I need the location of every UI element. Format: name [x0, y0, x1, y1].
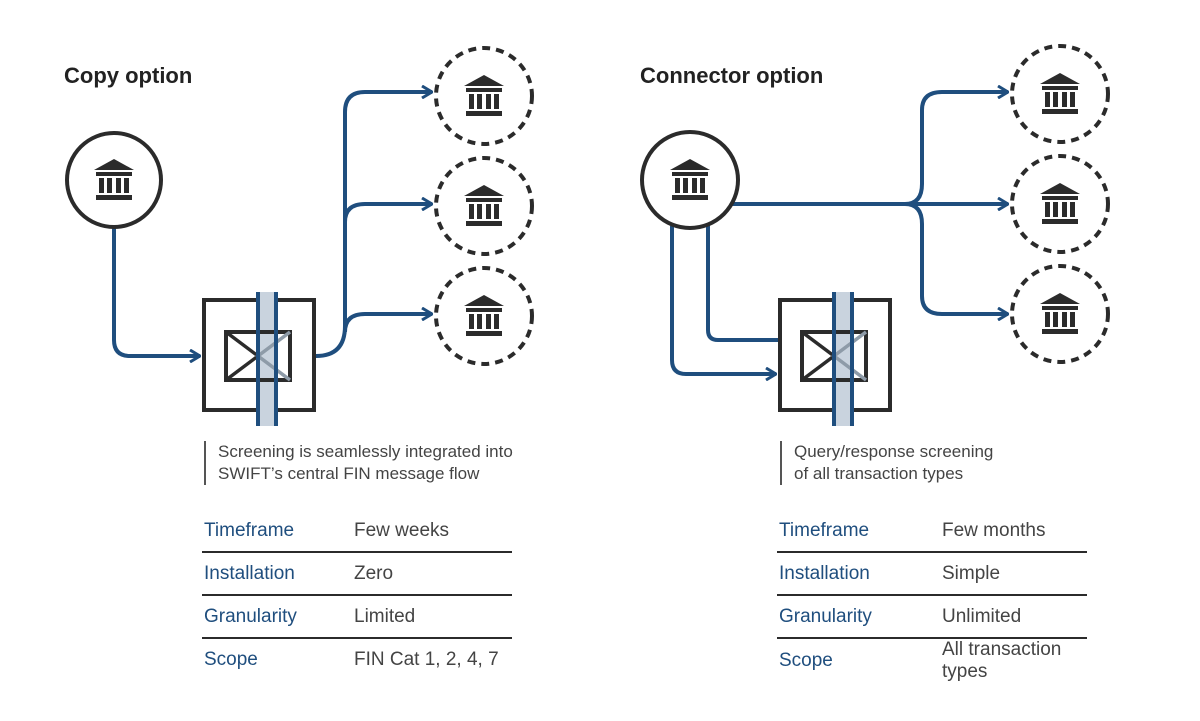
property-value: Simple [940, 552, 1087, 596]
table-row: Granularity Unlimited [777, 595, 1087, 639]
flow-line-branch-2 [343, 204, 432, 223]
connector-option-title: Connector option [640, 63, 824, 88]
caption-line: SWIFT’s central FIN message flow [218, 464, 480, 483]
property-value: Unlimited [940, 595, 1087, 639]
table-row: Installation Simple [777, 552, 1087, 596]
property-value: FIN Cat 1, 2, 4, 7 [354, 648, 499, 670]
property-key: Installation [777, 552, 940, 596]
property-key: Granularity [202, 595, 352, 639]
property-value: Limited [352, 595, 512, 639]
copy-option-caption: Screening is seamlessly integrated into … [204, 441, 513, 485]
property-key: Installation [202, 552, 352, 596]
sender-bank [65, 131, 163, 229]
flow-line-branch-bottom [904, 202, 1008, 314]
flow-line-branch-3 [343, 314, 432, 333]
property-value: Few weeks [352, 510, 512, 553]
property-key: Timeframe [202, 510, 352, 553]
table-row: Timeframe Few weeks [202, 510, 512, 553]
receiver-bank [434, 156, 534, 256]
screening-box [778, 292, 892, 426]
receiver-bank [1010, 44, 1110, 144]
caption-line: Query/response screening [794, 442, 994, 461]
table-row: Installation Zero [202, 552, 512, 596]
copy-option-title: Copy option [64, 63, 193, 88]
table-row: Timeframe Few months [777, 510, 1087, 553]
property-value: All transaction types [942, 639, 1062, 682]
copy-option-diagram [65, 46, 534, 426]
property-key: Scope [779, 650, 833, 671]
receiver-bank [434, 46, 534, 146]
connector-option-properties-table: Timeframe Few months Installation Simple… [777, 510, 1087, 683]
flow-line-screening-to-receivers [315, 92, 432, 358]
flow-line-branch-top [904, 92, 1008, 206]
copy-option-properties-table: Timeframe Few weeks Installation Zero Gr… [202, 510, 512, 680]
caption-line: of all transaction types [794, 464, 964, 483]
connector-option-caption: Query/response screening of all transact… [780, 441, 993, 485]
table-row: Scope FIN Cat 1, 2, 4, 7 [202, 638, 512, 680]
table-row: Scope All transaction types [777, 638, 1087, 683]
table-row: Granularity Limited [202, 595, 512, 639]
flow-line-query [670, 226, 776, 374]
property-key: Granularity [777, 595, 940, 639]
caption-line: Screening is seamlessly integrated into [218, 442, 513, 461]
connector-option-diagram [640, 44, 1110, 426]
receiver-bank [1010, 264, 1110, 364]
receiver-bank [434, 266, 534, 366]
property-value: Few months [940, 510, 1087, 553]
property-key: Scope [204, 648, 258, 670]
property-value: Zero [352, 552, 512, 596]
screening-box [202, 292, 316, 426]
property-key: Timeframe [777, 510, 940, 553]
flow-line-sender-to-screening [112, 226, 200, 356]
receiver-bank [1010, 154, 1110, 254]
sender-bank [640, 130, 740, 230]
